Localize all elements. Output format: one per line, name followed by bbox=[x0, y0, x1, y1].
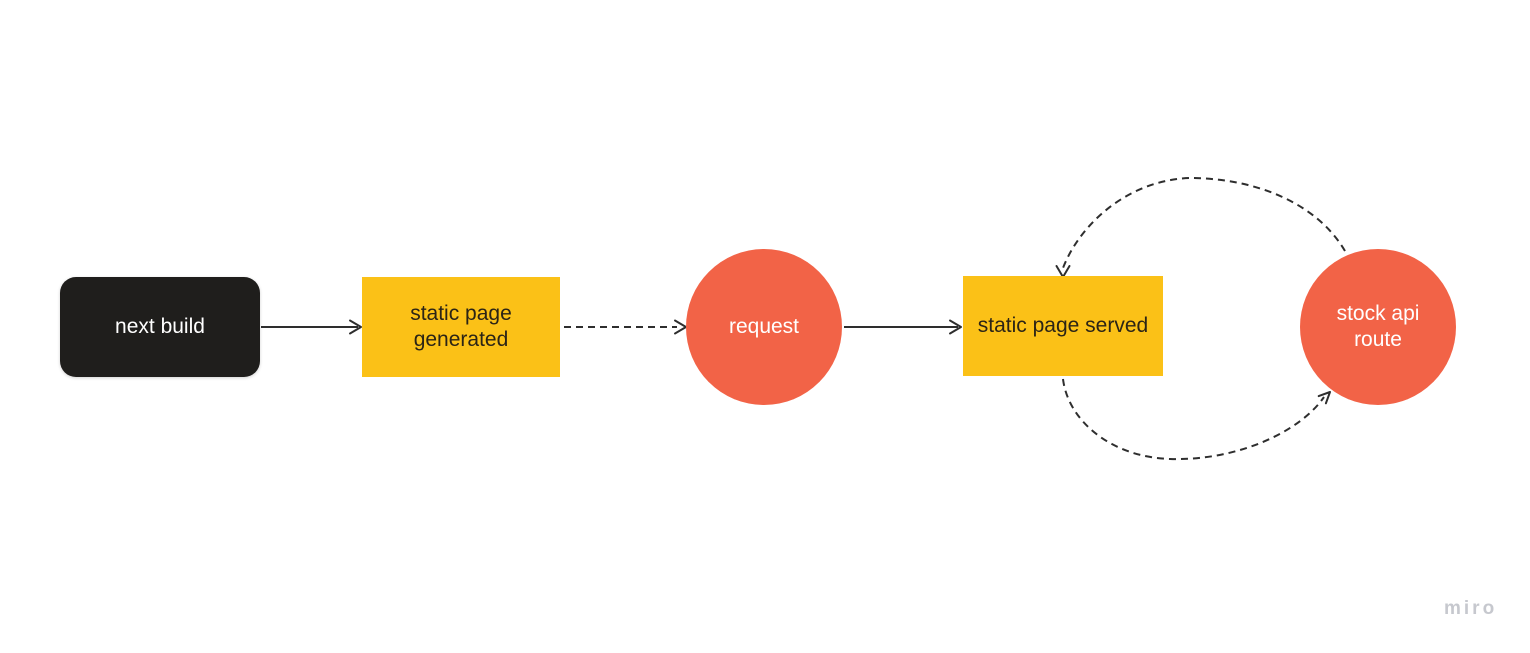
miro-logo: miro bbox=[1444, 598, 1498, 619]
connector-static-page-generated-to-request[interactable] bbox=[564, 319, 687, 335]
connector-next-build-to-static-page-generated[interactable] bbox=[261, 319, 362, 335]
connector-request-to-static-page-served[interactable] bbox=[844, 319, 962, 335]
connector-static-page-served-to-stock-api-route[interactable] bbox=[1062, 378, 1331, 461]
node-request-label: request bbox=[728, 315, 800, 338]
node-next-build-label: next build bbox=[115, 315, 205, 338]
node-stock-api-route[interactable]: stock api route bbox=[1300, 249, 1456, 405]
node-static-page-served-label: static page served bbox=[977, 314, 1149, 337]
connector-stock-api-route-to-static-page-served[interactable] bbox=[1055, 176, 1346, 278]
node-static-page-generated[interactable]: static page generated bbox=[362, 277, 560, 377]
node-stock-api-route-label: stock api route bbox=[1336, 302, 1420, 351]
node-static-page-served[interactable]: static page served bbox=[963, 276, 1163, 376]
node-static-page-generated-label: static page generated bbox=[410, 302, 512, 351]
node-next-build[interactable]: next build bbox=[60, 277, 260, 377]
node-request[interactable]: request bbox=[686, 249, 842, 405]
